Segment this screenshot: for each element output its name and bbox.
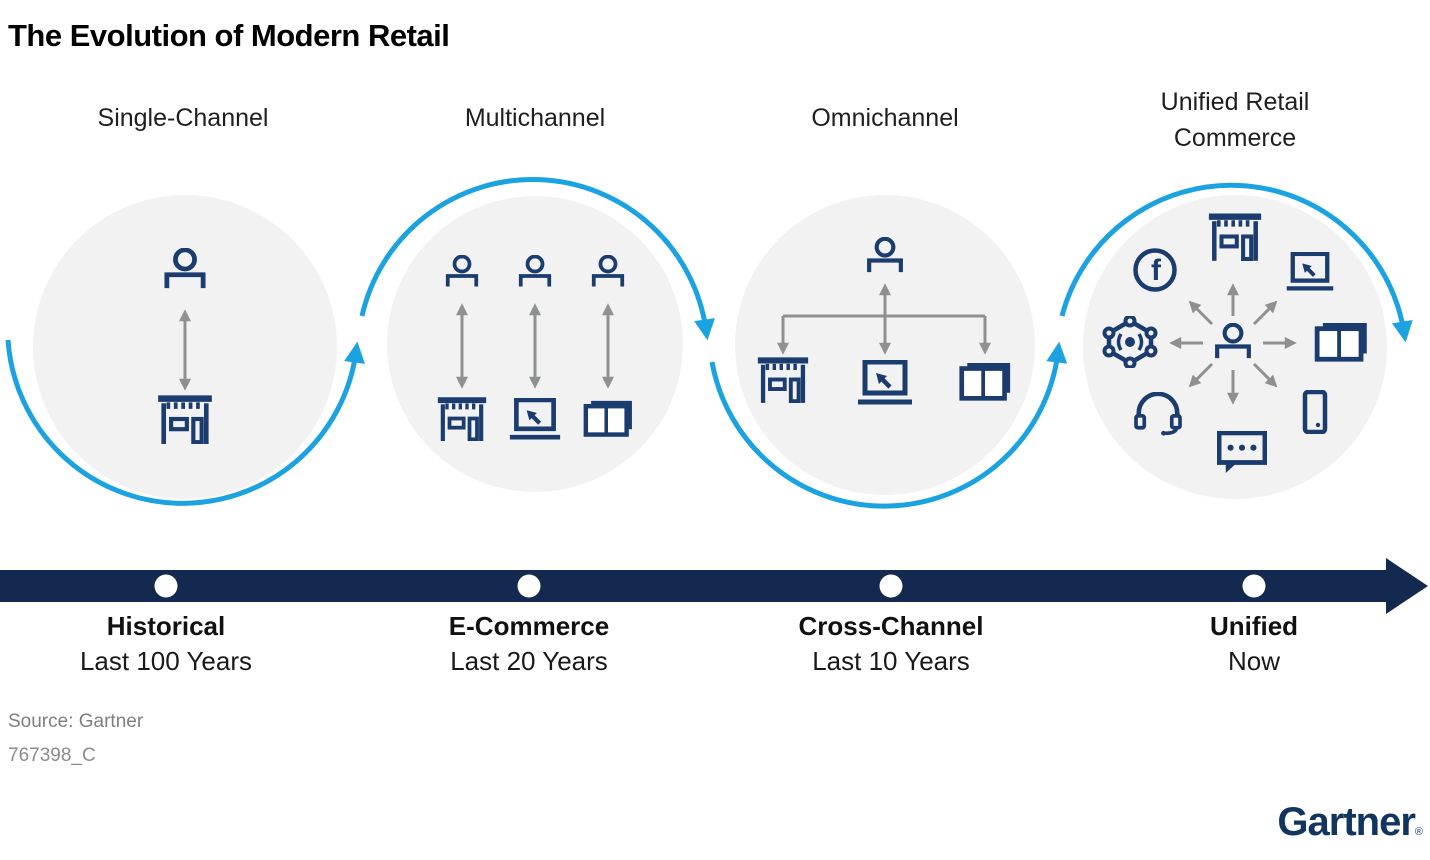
timeline-dot-cross-channel bbox=[879, 574, 903, 598]
era-label: Historical bbox=[106, 611, 226, 641]
period-label: Now bbox=[1227, 646, 1280, 676]
timeline-arrowhead bbox=[1386, 558, 1428, 614]
radial-arrow-down-right bbox=[1252, 362, 1278, 388]
timeline-label-historical: Historical Last 100 Years bbox=[6, 609, 326, 679]
stage-label-omnichannel: Omnichannel bbox=[811, 104, 959, 132]
radial-arrow-down-left bbox=[1188, 362, 1214, 388]
gartner-logo: Gartner® bbox=[1277, 800, 1423, 845]
stage-label-single-channel: Single-Channel bbox=[97, 104, 269, 132]
catalog-icon bbox=[586, 403, 630, 435]
timeline-dot-historical bbox=[154, 574, 178, 598]
figure-id: 767398_C bbox=[8, 745, 96, 766]
timeline-label-cross-channel: Cross-Channel Last 10 Years bbox=[731, 609, 1051, 679]
flow-arc-over-4 bbox=[1059, 182, 1413, 343]
timeline-dot-unified bbox=[1242, 574, 1266, 598]
stage-label-multichannel: Multichannel bbox=[464, 104, 606, 132]
stage-group-omnichannel bbox=[758, 239, 1008, 403]
catalog-icon bbox=[1317, 325, 1365, 359]
flow-arc-under-3 bbox=[709, 341, 1068, 509]
period-label: Last 10 Years bbox=[812, 646, 970, 676]
timeline-bar bbox=[0, 558, 1428, 614]
page-title: The Evolution of Modern Retail bbox=[8, 18, 450, 53]
era-label: E-Commerce bbox=[448, 611, 610, 641]
stage-group-single-channel bbox=[158, 250, 212, 444]
stage-group-unified bbox=[1105, 217, 1365, 473]
radial-arrow-up-right bbox=[1252, 300, 1278, 326]
timeline-label-ecommerce: E-Commerce Last 20 Years bbox=[369, 609, 689, 679]
period-label: Last 20 Years bbox=[450, 646, 608, 676]
gartner-logo-text: Gartner bbox=[1277, 800, 1415, 844]
registered-mark: ® bbox=[1414, 826, 1423, 838]
radial-arrow-up-left bbox=[1188, 300, 1214, 326]
period-label: Last 100 Years bbox=[79, 646, 253, 676]
flow-arc-under-1 bbox=[5, 339, 365, 506]
timeline-dot-ecommerce bbox=[517, 574, 541, 598]
flow-arc-over-2 bbox=[359, 176, 715, 341]
era-label: Unified bbox=[1209, 611, 1299, 641]
catalog-icon bbox=[962, 365, 1009, 399]
era-label: Cross-Channel bbox=[798, 611, 984, 641]
timeline-label-unified: Unified Now bbox=[1094, 609, 1414, 679]
stage-group-multichannel bbox=[438, 255, 630, 442]
stage-label-unified-retail-commerce: Unified Retail Commerce bbox=[1160, 88, 1310, 152]
source-note: Source: Gartner bbox=[8, 711, 144, 732]
